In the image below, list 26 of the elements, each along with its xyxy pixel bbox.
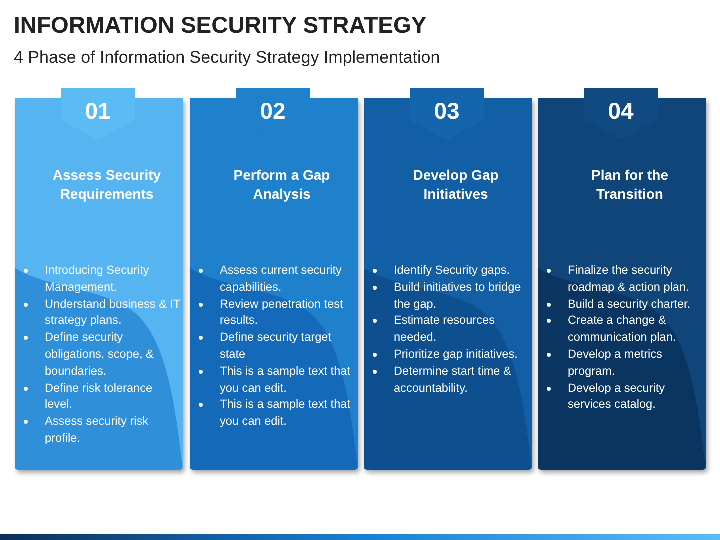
bullet-text: Prioritize gap initiatives. xyxy=(372,346,530,363)
bullet-text: Define security target state xyxy=(198,329,356,363)
bullet-text: Finalize the security roadmap & action plan. xyxy=(546,262,704,296)
bullet-text: Introducing Security Management. xyxy=(23,262,181,296)
bullet-text: Estimate resources needed. xyxy=(372,312,530,346)
phase-heading: Perform a Gap Analysis xyxy=(232,166,332,204)
bullet-text: Identify Security gaps. xyxy=(372,262,530,279)
bullet-text: This is a sample text that you can edit. xyxy=(198,396,356,430)
bullet-text: Develop a metrics program. xyxy=(546,346,704,380)
bullet-text: Define risk tolerance level. xyxy=(23,380,181,414)
bullet-text: Review penetration test results. xyxy=(198,296,356,330)
bullet-text: Build initiatives to bridge the gap. xyxy=(372,278,530,312)
bullet-text: Create a change & communication plan. xyxy=(546,312,704,346)
title: INFORMATION SECURITY STRATEGY xyxy=(14,12,427,39)
phase-heading: Develop Gap Initiatives xyxy=(412,166,500,204)
bullet-text: Determine start time & accountability. xyxy=(372,362,530,396)
bullet-text: Develop a security services catalog. xyxy=(546,380,704,414)
phase-heading: Plan for the Transition xyxy=(590,166,670,204)
bullet-text: Assess current security capabilities. xyxy=(198,262,356,296)
bullet-text: Build a security charter. xyxy=(546,296,704,312)
bullet-text: Assess security risk profile. xyxy=(23,413,181,447)
subtitle: 4 Phase of Information Security Strategy Implementation xyxy=(14,48,440,68)
bullet-text: Define security obligations, scope, & boundaries. xyxy=(23,329,181,380)
phase-heading: Assess Security Requirements xyxy=(52,166,162,204)
bullet-text: Understand business & IT strategy plans. xyxy=(23,296,181,330)
bullet-text: This is a sample text that you can edit. xyxy=(198,362,356,396)
